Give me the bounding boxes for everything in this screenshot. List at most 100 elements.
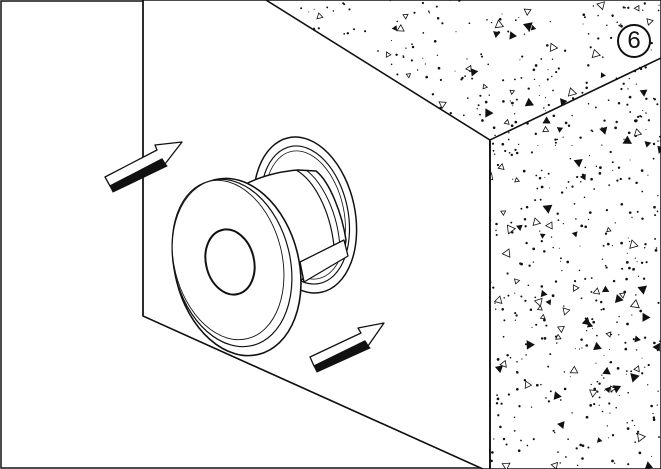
texture-speck [585,415,589,419]
texture-speck [616,367,620,370]
texture-aggregate [526,340,535,350]
texture-speck [584,277,587,280]
texture-aggregate [516,224,523,231]
texture-speck [632,338,635,341]
texture-speck [481,119,484,122]
texture-speck [636,430,640,433]
texture-speck [515,98,518,101]
texture-speck [535,383,539,387]
texture-speck [551,58,554,60]
texture-speck [514,78,516,81]
texture-speck [510,124,514,128]
texture-speck [627,131,631,135]
texture-speck [342,2,345,5]
texture-speck [622,6,625,9]
texture-speck [602,244,605,247]
texture-speck [645,128,647,130]
texture-speck [509,100,511,102]
texture-speck [364,30,367,33]
texture-speck [652,418,656,421]
texture-speck [513,416,516,419]
texture-speck [656,404,658,406]
texture-speck [477,104,480,107]
texture-speck [537,145,539,147]
texture-speck [609,150,612,154]
texture-speck [433,39,437,43]
texture-speck [540,58,543,60]
texture-speck [523,218,527,221]
texture-speck [495,229,497,232]
texture-speck [569,376,571,378]
texture-speck [519,59,521,61]
texture-speck [491,142,495,145]
texture-speck [628,240,631,243]
texture-speck [523,33,526,35]
texture-speck [466,97,469,99]
texture-speck [532,247,536,251]
texture-aggregate [402,13,409,20]
texture-aggregate [629,239,639,249]
texture-speck [505,443,508,446]
texture-speck [547,172,550,175]
texture-speck [640,115,643,118]
texture-aggregate [600,72,606,79]
texture-aggregate [523,8,532,17]
texture-speck [493,153,496,155]
texture-speck [520,76,523,79]
texture-aggregate [513,278,521,285]
texture-speck [657,301,660,304]
texture-speck [598,172,602,175]
texture-speck [554,280,558,283]
texture-aggregate [494,19,505,29]
texture-speck [551,75,553,78]
texture-speck [643,336,647,339]
texture-speck [658,436,660,438]
texture-speck [615,120,618,124]
texture-aggregate [438,101,447,110]
texture-aggregate [646,18,654,26]
texture-speck [620,203,624,206]
texture-speck [581,457,584,460]
texture-speck [493,438,495,440]
texture-speck [640,261,644,265]
texture-aggregate [542,125,550,133]
texture-speck [616,321,618,324]
texture-speck [628,97,630,99]
texture-speck [326,6,329,9]
texture-speck [553,431,556,434]
texture-speck [574,348,576,350]
texture-speck [584,166,587,169]
texture-speck [622,82,625,85]
texture-speck [540,185,544,189]
texture-speck [560,191,564,194]
texture-speck [628,177,631,180]
texture-speck [549,187,551,189]
texture-speck [603,119,606,122]
texture-speck [525,205,529,209]
texture-speck [631,314,633,316]
texture-speck [635,294,637,296]
texture-speck [598,396,601,399]
texture-speck [634,119,637,123]
texture-speck [551,294,555,298]
texture-speck [641,357,643,359]
texture-speck [552,246,554,249]
texture-speck [601,144,603,146]
texture-speck [512,105,514,107]
texture-speck [464,75,466,77]
texture-speck [428,10,430,12]
texture-speck [496,358,500,361]
texture-speck [510,153,514,157]
texture-speck [566,260,570,264]
texture-speck [494,302,496,304]
texture-speck [627,88,629,90]
texture-speck [592,5,595,7]
texture-speck [629,0,631,1]
texture-speck [514,319,517,321]
texture-speck [587,218,590,221]
texture-speck [506,272,509,275]
texture-speck [352,28,356,31]
texture-aggregate [622,135,632,144]
texture-aggregate [544,221,553,230]
texture-speck [637,115,640,119]
